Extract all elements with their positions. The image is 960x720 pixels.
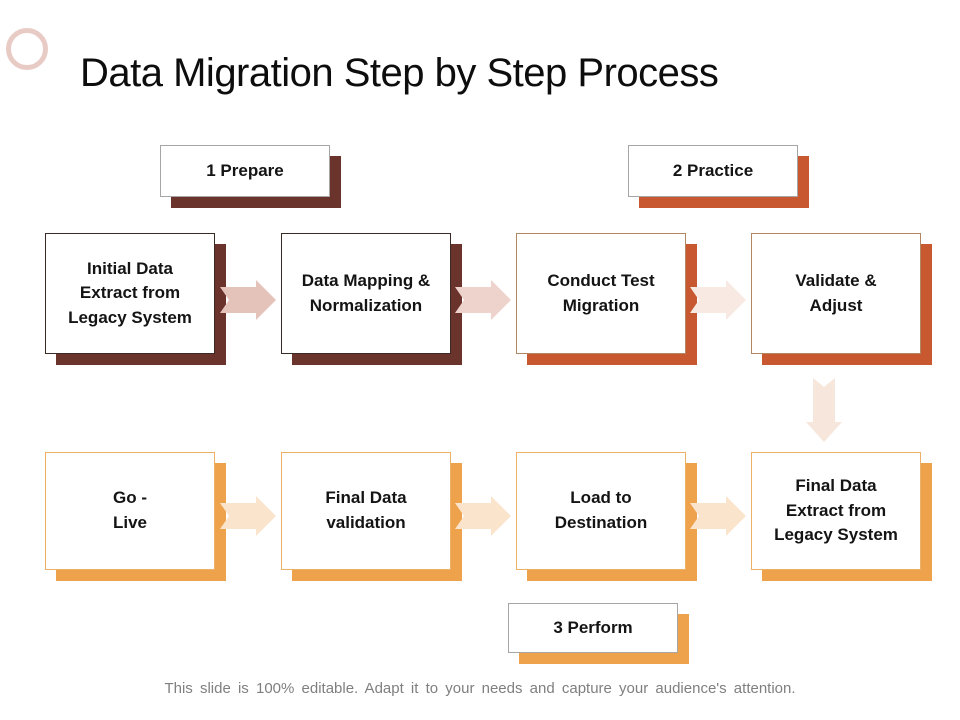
step-box-data-mapping: Data Mapping & Normalization (281, 233, 451, 354)
group-label-text: 1 Prepare (206, 160, 284, 180)
step-box-validate-adjust: Validate & Adjust (751, 233, 921, 354)
group-label-text: 3 Perform (553, 617, 633, 637)
arrow-shape (455, 280, 511, 320)
step-box-load-to-destination: Load to Destination (516, 452, 686, 570)
arrow-right-icon (455, 280, 511, 320)
arrow-shape (220, 280, 276, 320)
group-label-text: 2 Practice (672, 160, 754, 180)
arrow-right-icon (220, 280, 276, 320)
arrow-right-icon (690, 496, 746, 536)
step-label: Initial Data Extract from Legacy System (68, 258, 192, 327)
step-label: Data Mapping & Normalization (301, 270, 431, 315)
brand-circle-icon (6, 28, 48, 70)
step-box-final-data-validation: Final Data validation (281, 452, 451, 570)
arrow-right-icon (455, 496, 511, 536)
arrow-shape (806, 378, 842, 442)
step-box-go-live: Go - Live (45, 452, 215, 570)
step-box-initial-data-extract: Initial Data Extract from Legacy System (45, 233, 215, 354)
group-label-perform: 3 Perform (508, 603, 678, 653)
step-box-conduct-test-migration: Conduct Test Migration (516, 233, 686, 354)
step-label: Go - Live (112, 488, 148, 532)
footer-note: This slide is 100% editable. Adapt it to… (164, 680, 796, 697)
arrow-shape (690, 496, 746, 536)
step-label: Validate & Adjust (795, 270, 877, 315)
step-box-final-data-extract: Final Data Extract from Legacy System (751, 452, 921, 570)
step-label: Load to Destination (554, 488, 648, 532)
arrow-right-icon (220, 496, 276, 536)
arrow-shape (690, 280, 746, 320)
step-label: Conduct Test Migration (547, 270, 655, 315)
step-label: Final Data Extract from Legacy System (774, 476, 898, 545)
arrow-right-icon (690, 280, 746, 320)
group-label-practice: 2 Practice (628, 145, 798, 197)
step-label: Final Data validation (325, 488, 407, 532)
arrow-down-icon (806, 378, 842, 442)
page-title: Data Migration Step by Step Process (80, 50, 719, 95)
arrow-shape (455, 496, 511, 536)
group-label-prepare: 1 Prepare (160, 145, 330, 197)
arrow-shape (220, 496, 276, 536)
